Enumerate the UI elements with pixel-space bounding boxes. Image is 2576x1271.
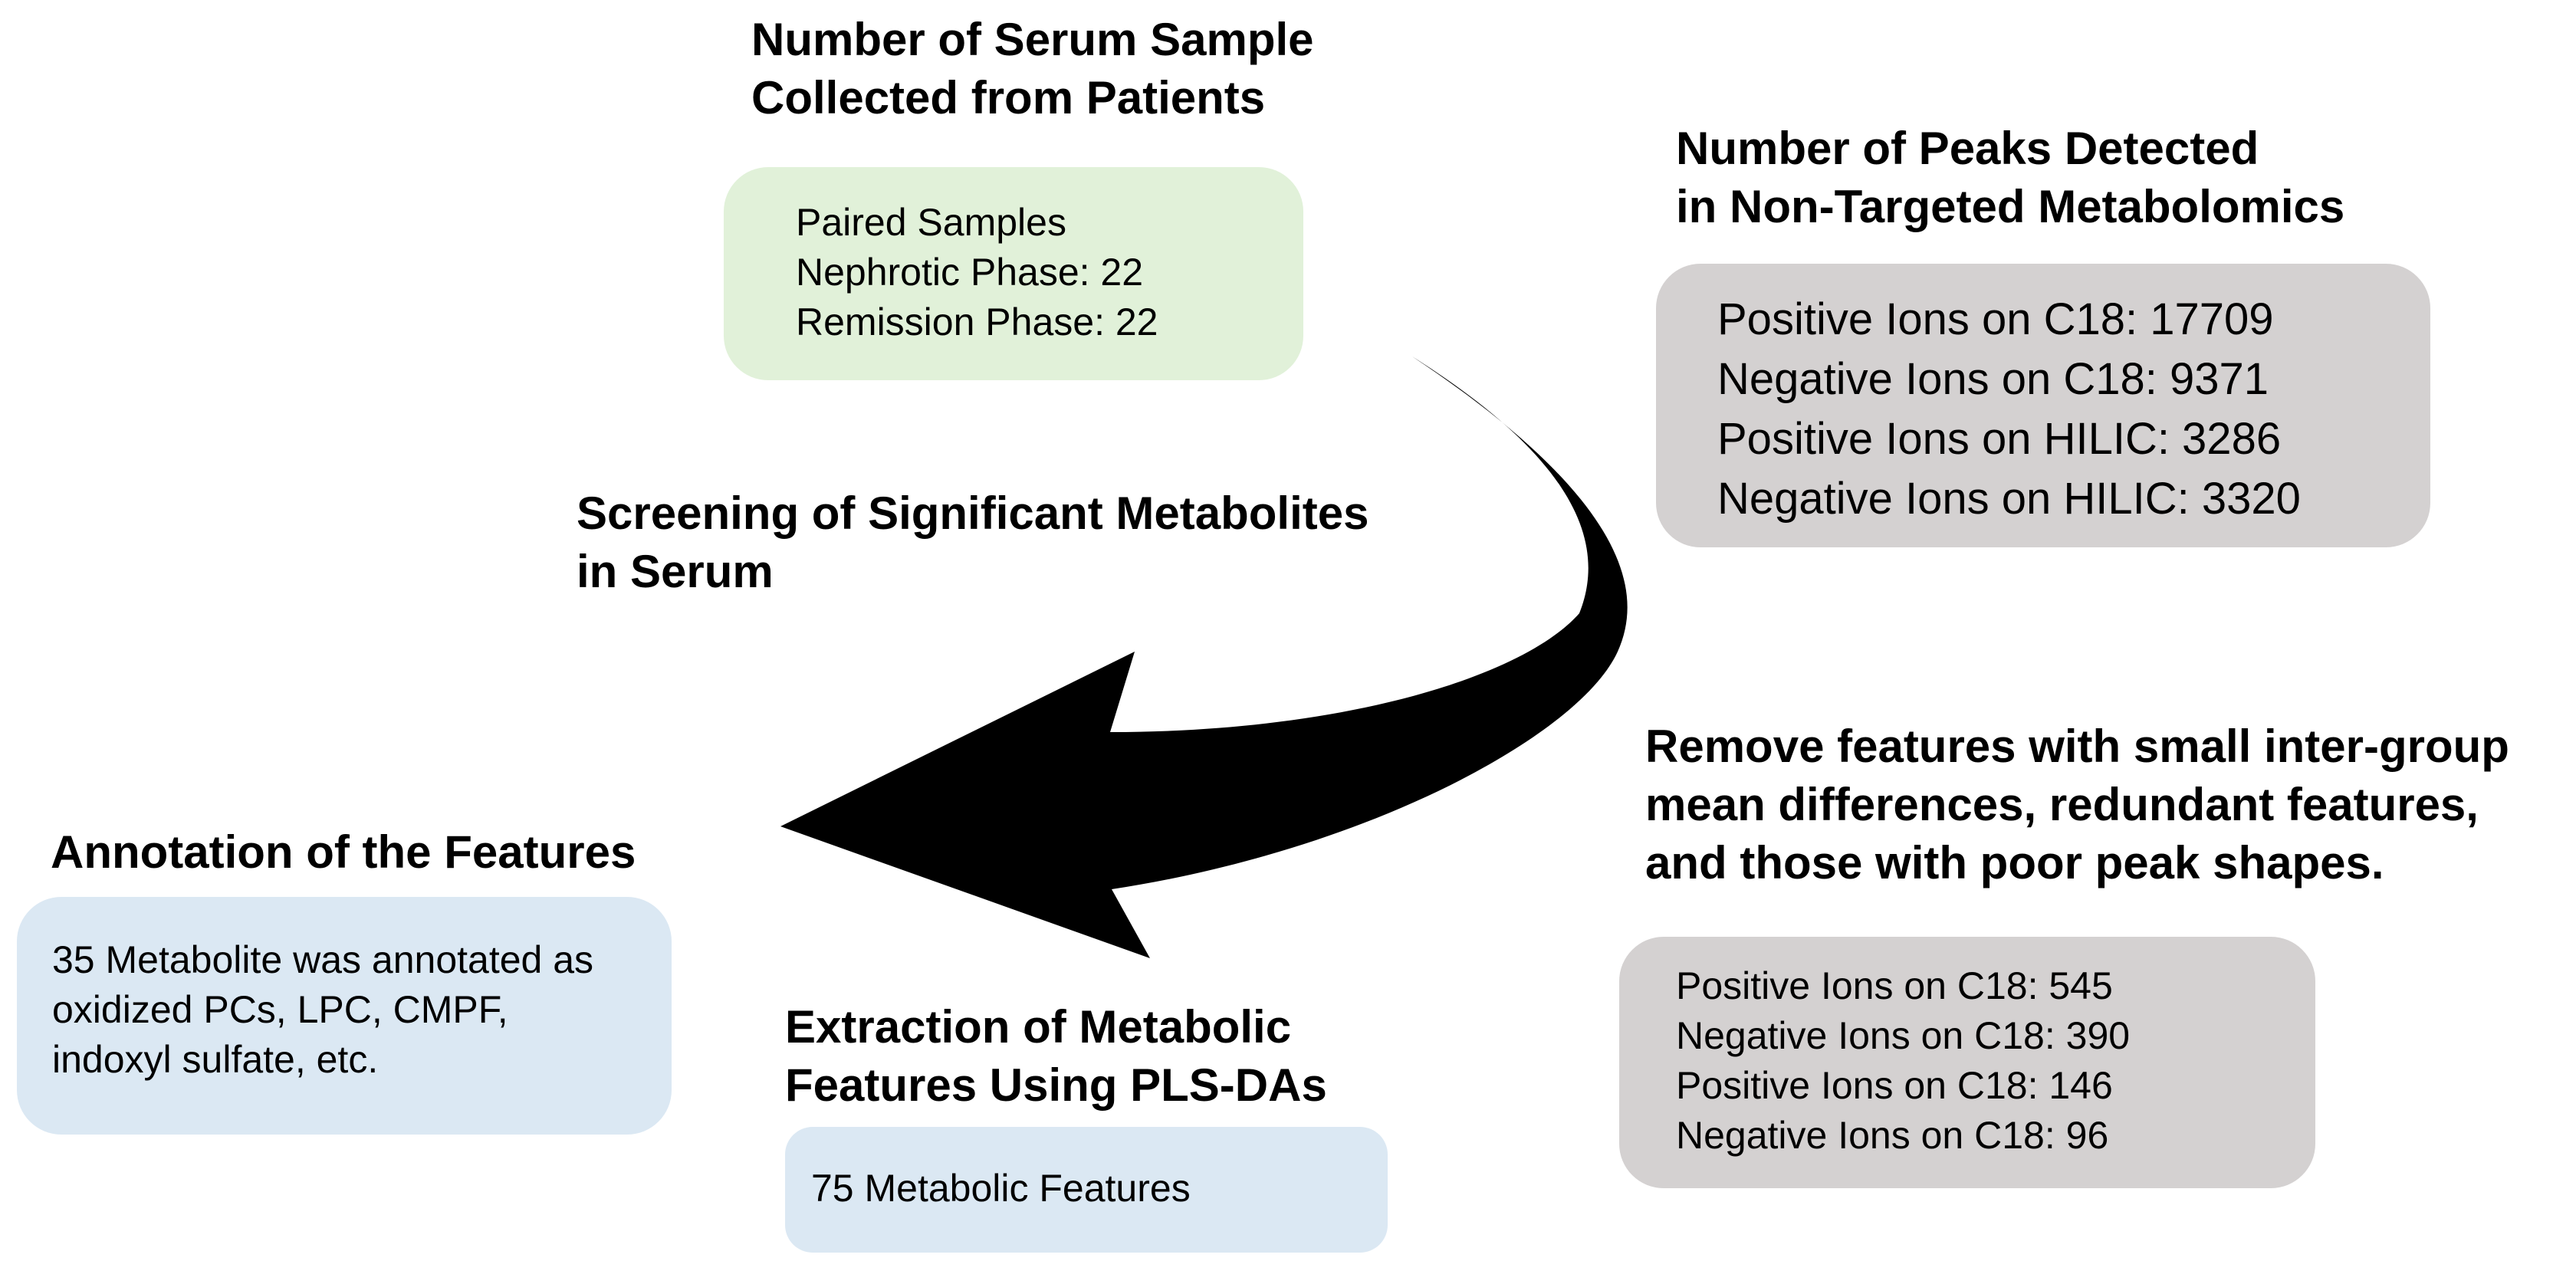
peaks-positive-hilic: Positive Ions on HILIC: 3286 (1717, 414, 2282, 464)
curved-arrow-shape (780, 356, 1628, 958)
peaks-detected-heading-line-2: in Non-Targeted Metabolomics (1676, 181, 2345, 232)
nephrotic-phase-text: Nephrotic Phase: 22 (796, 251, 1144, 294)
filtered-positive-c18-545: Positive Ions on C18: 545 (1676, 964, 2113, 1007)
metabolic-features-count-text: 75 Metabolic Features (811, 1167, 1191, 1210)
annotation-heading-line-1: Annotation of the Features (51, 826, 636, 878)
peaks-detected-heading-line-1: Number of Peaks Detected (1676, 123, 2259, 174)
remission-phase-text: Remission Phase: 22 (796, 301, 1158, 343)
remove-features-heading-line-2: mean differences, redundant features, (1645, 779, 2479, 830)
peaks-detected-heading: Number of Peaks Detected in Non-Targeted… (1676, 120, 2344, 236)
annotation-text-line-3: indoxyl sulfate, etc. (52, 1038, 379, 1081)
remove-features-heading: Remove features with small inter-group m… (1645, 718, 2509, 892)
peaks-detected-box: Positive Ions on C18: 17709 Negative Ion… (1656, 264, 2430, 547)
screening-heading-line-2: in Serum (577, 546, 774, 597)
annotation-box: 35 Metabolite was annotated as oxidized … (17, 897, 672, 1135)
remove-features-heading-line-3: and those with poor peak shapes. (1645, 837, 2384, 888)
extraction-heading-line-2: Features Using PLS-DAs (785, 1059, 1327, 1111)
serum-samples-box: Paired Samples Nephrotic Phase: 22 Remis… (724, 167, 1303, 380)
screening-heading: Screening of Significant Metabolites in … (577, 484, 1368, 601)
extraction-heading-line-1: Extraction of Metabolic (785, 1001, 1292, 1053)
extraction-box: 75 Metabolic Features (785, 1127, 1388, 1253)
serum-samples-heading-line-1: Number of Serum Sample (751, 14, 1314, 65)
annotation-text-line-1: 35 Metabolite was annotated as (52, 938, 594, 981)
remove-features-box: Positive Ions on C18: 545 Negative Ions … (1619, 937, 2315, 1188)
annotation-text-line-2: oxidized PCs, LPC, CMPF, (52, 988, 508, 1031)
peaks-positive-c18: Positive Ions on C18: 17709 (1717, 294, 2274, 344)
peaks-negative-hilic: Negative Ions on HILIC: 3320 (1717, 474, 2301, 524)
filtered-negative-c18-390: Negative Ions on C18: 390 (1676, 1014, 2131, 1057)
remove-features-heading-line-1: Remove features with small inter-group (1645, 721, 2509, 772)
paired-samples-text: Paired Samples (796, 201, 1066, 244)
peaks-negative-c18: Negative Ions on C18: 9371 (1717, 354, 2269, 404)
serum-samples-heading-line-2: Collected from Patients (751, 72, 1266, 123)
serum-samples-heading: Number of Serum Sample Collected from Pa… (751, 11, 1314, 127)
annotation-heading: Annotation of the Features (51, 823, 636, 882)
screening-heading-line-1: Screening of Significant Metabolites (577, 488, 1369, 539)
extraction-heading: Extraction of Metabolic Features Using P… (785, 998, 1327, 1115)
filtered-positive-c18-146: Positive Ions on C18: 146 (1676, 1064, 2113, 1107)
filtered-negative-c18-96: Negative Ions on C18: 96 (1676, 1114, 2109, 1157)
